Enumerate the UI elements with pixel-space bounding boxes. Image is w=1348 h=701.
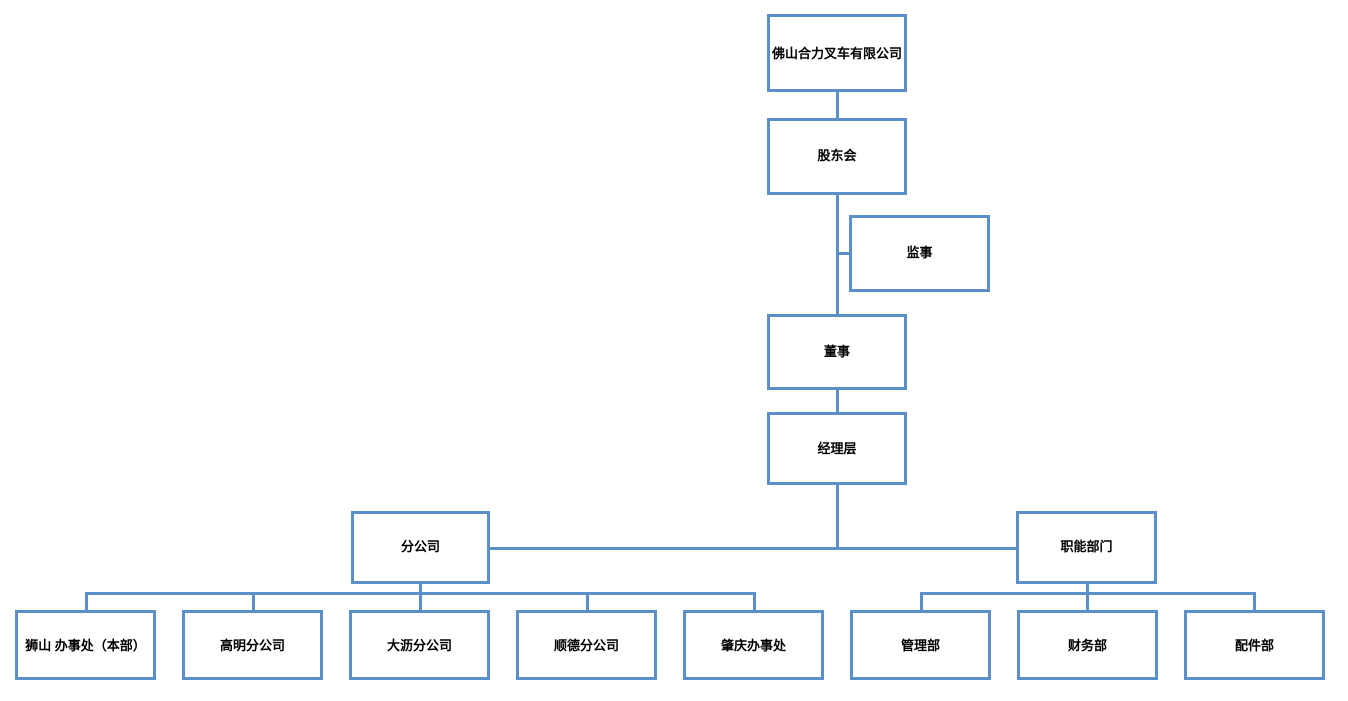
- node-branch-companies-label: 分公司: [400, 539, 440, 554]
- node-shishan-office[interactable]: 狮山 办事处（本部）: [15, 610, 156, 680]
- node-management-department[interactable]: 管理部: [850, 610, 991, 680]
- node-company[interactable]: 佛山合力叉车有限公司: [767, 14, 907, 92]
- node-shishan-office-label: 狮山 办事处（本部）: [25, 638, 146, 653]
- node-supervisor[interactable]: 监事: [849, 215, 990, 292]
- connector-branches-drop: [419, 584, 422, 593]
- connector-drop-shunde: [586, 592, 589, 610]
- node-gaoming-branch-label: 高明分公司: [219, 638, 285, 653]
- node-management-department-label: 管理部: [900, 638, 940, 653]
- node-zhaoqing-office-label: 肇庆办事处: [720, 638, 786, 653]
- node-parts-department-label: 配件部: [1234, 638, 1274, 653]
- connector-drop-zhaoqing: [753, 592, 756, 610]
- connector-level5-bar: [490, 547, 1018, 550]
- connector-drop-peijian: [1253, 592, 1256, 610]
- connector-director-to-management: [836, 390, 839, 412]
- node-company-label: 佛山合力叉车有限公司: [771, 46, 902, 61]
- node-dali-branch-label: 大沥分公司: [386, 638, 452, 653]
- node-zhaoqing-office[interactable]: 肇庆办事处: [683, 610, 824, 680]
- connector-company-to-shareholder: [836, 92, 839, 118]
- node-shunde-branch[interactable]: 顺德分公司: [516, 610, 657, 680]
- node-dali-branch[interactable]: 大沥分公司: [349, 610, 490, 680]
- node-functional-departments-label: 职能部门: [1060, 539, 1113, 554]
- connector-shareholder-to-supervisor: [836, 252, 852, 255]
- node-gaoming-branch[interactable]: 高明分公司: [182, 610, 323, 680]
- connector-management-drop: [836, 485, 839, 548]
- node-management-level-label: 经理层: [817, 441, 857, 456]
- node-director-label: 董事: [823, 344, 850, 359]
- node-parts-department[interactable]: 配件部: [1184, 610, 1325, 680]
- node-finance-department[interactable]: 财务部: [1017, 610, 1158, 680]
- node-management-level[interactable]: 经理层: [767, 412, 907, 485]
- node-branch-companies[interactable]: 分公司: [351, 511, 490, 584]
- node-shunde-branch-label: 顺德分公司: [553, 638, 619, 653]
- node-finance-department-label: 财务部: [1067, 638, 1107, 653]
- connector-functions-drop: [1086, 584, 1089, 593]
- node-supervisor-label: 监事: [906, 245, 933, 260]
- node-shareholder-meeting-label: 股东会: [817, 148, 857, 163]
- connector-drop-shishan: [85, 592, 88, 610]
- connector-drop-dali: [419, 592, 422, 610]
- node-shareholder-meeting[interactable]: 股东会: [767, 118, 907, 195]
- connector-drop-caiwu: [1086, 592, 1089, 610]
- connector-drop-guanli: [920, 592, 923, 610]
- node-functional-departments[interactable]: 职能部门: [1016, 511, 1157, 584]
- node-director[interactable]: 董事: [767, 314, 907, 390]
- connector-drop-gaoming: [252, 592, 255, 610]
